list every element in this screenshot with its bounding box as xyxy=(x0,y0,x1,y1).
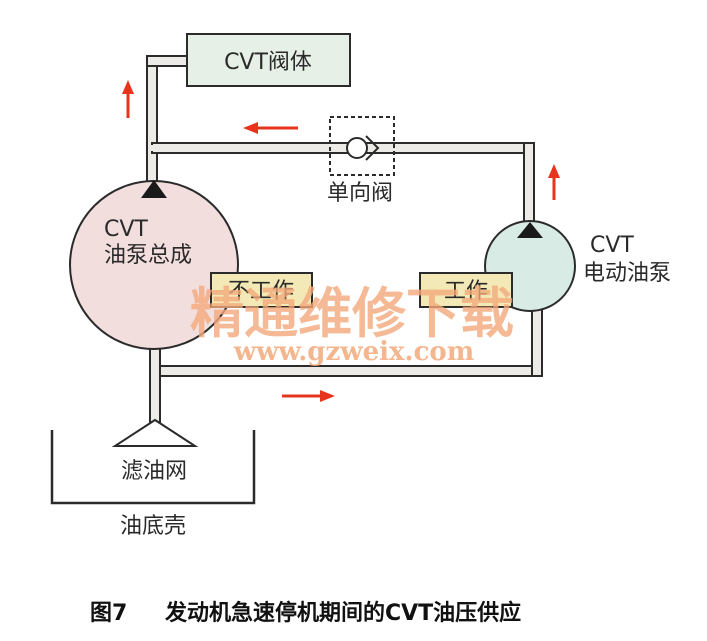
valve-body-box xyxy=(186,33,351,87)
arrow-up-left-icon xyxy=(122,80,134,118)
check-valve xyxy=(329,116,395,176)
figure-number: 图7 xyxy=(90,601,127,626)
watermark-url: www.gzweix.com xyxy=(233,337,475,367)
arrow-up-right-icon xyxy=(548,164,560,200)
electric-pump-status-label: 工作 xyxy=(444,279,488,304)
pipe-top-line xyxy=(151,142,535,154)
electric-pump-outlet-triangle-icon xyxy=(517,222,543,238)
electric-pump-label-line2: 电动油泵 xyxy=(583,261,671,286)
electric-pump-status-box xyxy=(419,272,513,308)
arrow-left-top-icon xyxy=(243,122,298,134)
electric-pump-label-line1: CVT xyxy=(590,233,634,258)
main-pump-status-box xyxy=(210,272,313,308)
figure-title: 发动机急速停机期间的CVT油压供应 xyxy=(164,600,521,626)
filter-label: 滤油网 xyxy=(121,459,187,484)
check-valve-label: 单向阀 xyxy=(327,181,393,206)
filter-triangle-icon xyxy=(111,418,199,447)
flow-arrows xyxy=(122,80,560,402)
pipe-electric-pump-outlet xyxy=(523,142,535,226)
pipe-joint-top xyxy=(148,145,156,151)
oil-pan-label: 油底壳 xyxy=(120,514,186,539)
check-valve-frame xyxy=(329,116,395,176)
main-pump-label-line1: CVT xyxy=(104,217,148,242)
main-pump-status-label: 不工作 xyxy=(228,279,294,304)
oil-pan-outline xyxy=(50,430,256,505)
arrow-right-bottom-icon xyxy=(282,390,335,402)
pipe-bottom-line xyxy=(151,365,543,377)
pipe-joint-right-bottom xyxy=(534,368,540,374)
valve-body-label: CVT阀体 xyxy=(224,50,312,75)
main-pump-label-line2: 油泵总成 xyxy=(104,243,192,268)
pipe-filter-suction xyxy=(149,343,161,423)
check-valve-ball xyxy=(346,137,368,159)
pipe-joint-bottom xyxy=(152,368,158,374)
watermark-text: 精通维修下载 xyxy=(190,281,514,345)
check-valve-seat-icon xyxy=(365,135,380,161)
pipe-joint-right-top xyxy=(526,145,532,151)
main-pump-outlet-triangle-icon xyxy=(141,180,167,198)
pipe-valve-body-feed xyxy=(146,55,158,185)
pipe-joint-valve xyxy=(149,58,157,64)
